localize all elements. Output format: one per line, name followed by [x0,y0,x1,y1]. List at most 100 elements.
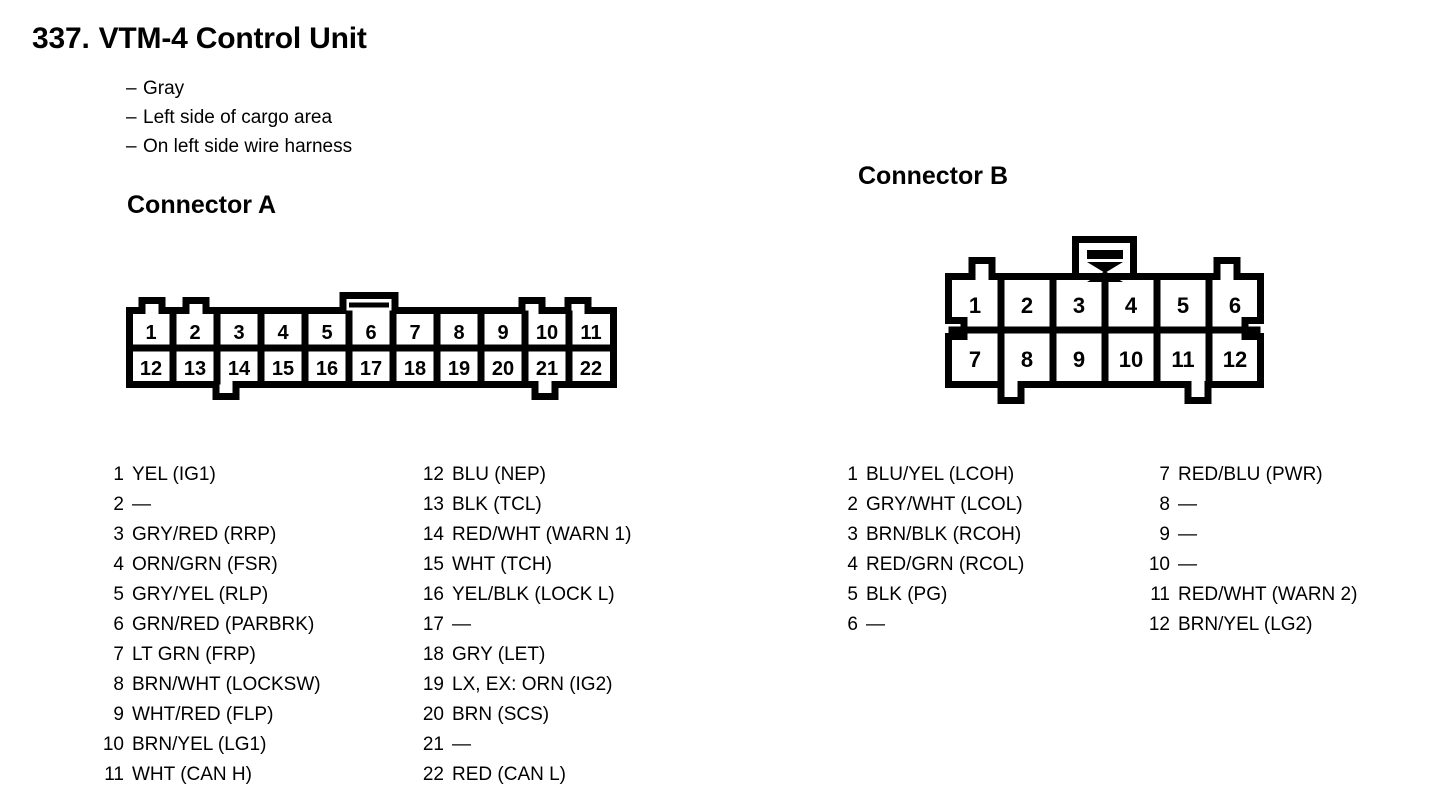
header-note: – Gray [126,74,352,103]
pin-description: — [1178,524,1197,545]
pin-cell-14: 14 [228,358,251,380]
pin-number: 3 [113,524,124,545]
note-dash: – [126,136,137,157]
pin-description: — [866,614,885,635]
pin-cell-15: 15 [272,358,294,380]
pin-number: 13 [422,494,444,515]
pin-cell-12: 12 [140,358,162,380]
pin-row: 12 BRN/YEL (LG2) [1146,614,1357,644]
pin-description: RED/GRN (RCOL) [866,554,1025,575]
pin-row: 10— [1146,554,1357,584]
pin-cell-1: 1 [969,293,981,318]
pin-number: 8 [113,674,124,695]
pin-row: 9 WHT/RED (FLP) [100,704,321,734]
pin-cell-13: 13 [184,358,206,380]
pin-number: 1 [113,464,124,485]
pin-number: 21 [422,734,444,755]
pin-description: GRY/WHT (LCOL) [866,494,1023,515]
pin-number: 12 [422,464,444,485]
pin-cell-16: 16 [316,358,338,380]
pin-cell-6: 6 [365,322,376,344]
pin-description: — [1178,494,1197,515]
note-text: Left side of cargo area [143,107,333,128]
pin-number: 3 [847,524,858,545]
pin-number: 17 [422,614,444,635]
pin-number: 2 [847,494,858,515]
pin-description: ORN/GRN (FSR) [132,554,278,575]
pin-number: 7 [113,644,124,665]
pin-number: 19 [422,674,444,695]
pin-number: 18 [422,644,444,665]
pin-number: 12 [1148,614,1170,635]
pin-cell-7: 7 [409,322,420,344]
pin-number: 11 [1150,584,1170,605]
pin-cell-22: 22 [580,358,602,380]
pin-description: BRN/YEL (LG1) [132,734,267,755]
pin-number: 14 [422,524,444,545]
note-text: On left side wire harness [143,136,353,157]
pin-description: WHT (CAN H) [132,764,252,785]
connector-b-title: Connector B [858,162,1008,190]
pin-row: 2 GRY/WHT (LCOL) [834,494,1024,524]
pin-number: 6 [847,614,858,635]
pin-description: RED (CAN L) [452,764,567,785]
pin-description: — [452,614,471,635]
page-title-text: VTM-4 Control Unit [98,22,367,55]
pin-cell-10: 10 [536,322,558,344]
pin-description: WHT/RED (FLP) [132,704,274,725]
pin-number: 6 [113,614,124,635]
pin-description: YEL (IG1) [132,464,216,485]
pin-cell-8: 8 [1021,347,1033,372]
pin-cell-1: 1 [145,322,156,344]
pin-number: 16 [422,584,444,605]
pin-number: 5 [847,584,858,605]
pin-cell-5: 5 [1177,293,1189,318]
pin-number: 5 [113,584,124,605]
pin-number: 8 [1159,494,1170,515]
pin-row: 1 YEL (IG1) [100,464,321,494]
pin-row: 8— [1146,494,1357,524]
pin-number: 9 [1159,524,1170,545]
pin-row: 22 RED (CAN L) [420,764,631,794]
pin-number: 9 [113,704,124,725]
pin-cell-3: 3 [1073,293,1085,318]
connector-b-outline [945,236,1264,404]
pin-row: 17 — [420,614,631,644]
pin-row: 6— [834,614,1024,644]
pin-cell-12: 12 [1223,347,1247,372]
pin-cell-21: 21 [536,358,558,380]
pin-cell-11: 11 [580,322,601,344]
pin-description: BRN (SCS) [452,704,550,725]
page-title: 337.VTM-4 Control Unit [32,22,367,56]
pin-number: 7 [1159,464,1170,485]
pin-cell-4: 4 [277,322,289,344]
pin-cell-6: 6 [1229,293,1241,318]
pin-number: 10 [102,734,124,755]
pin-cell-11: 11 [1171,347,1194,372]
pin-description: LX, EX: ORN (IG2) [452,674,613,695]
connector-a-outline [126,292,617,400]
pin-cell-20: 20 [492,358,514,380]
pin-description: BRN/YEL (LG2) [1178,614,1313,635]
pin-cell-4: 4 [1125,293,1138,318]
pin-number: 22 [422,764,444,785]
